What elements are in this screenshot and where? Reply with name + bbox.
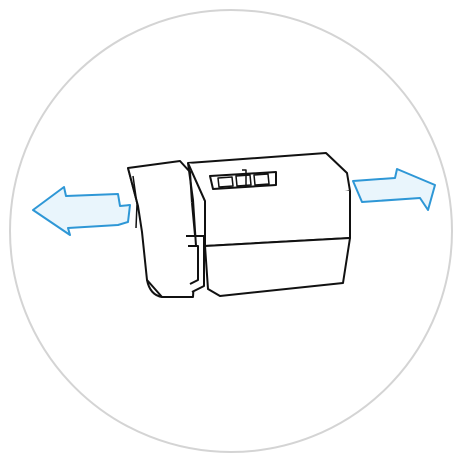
left-module (127, 160, 205, 298)
right-arrow-icon (352, 168, 436, 211)
left-arrow-icon (32, 186, 131, 236)
main-body (187, 152, 351, 297)
